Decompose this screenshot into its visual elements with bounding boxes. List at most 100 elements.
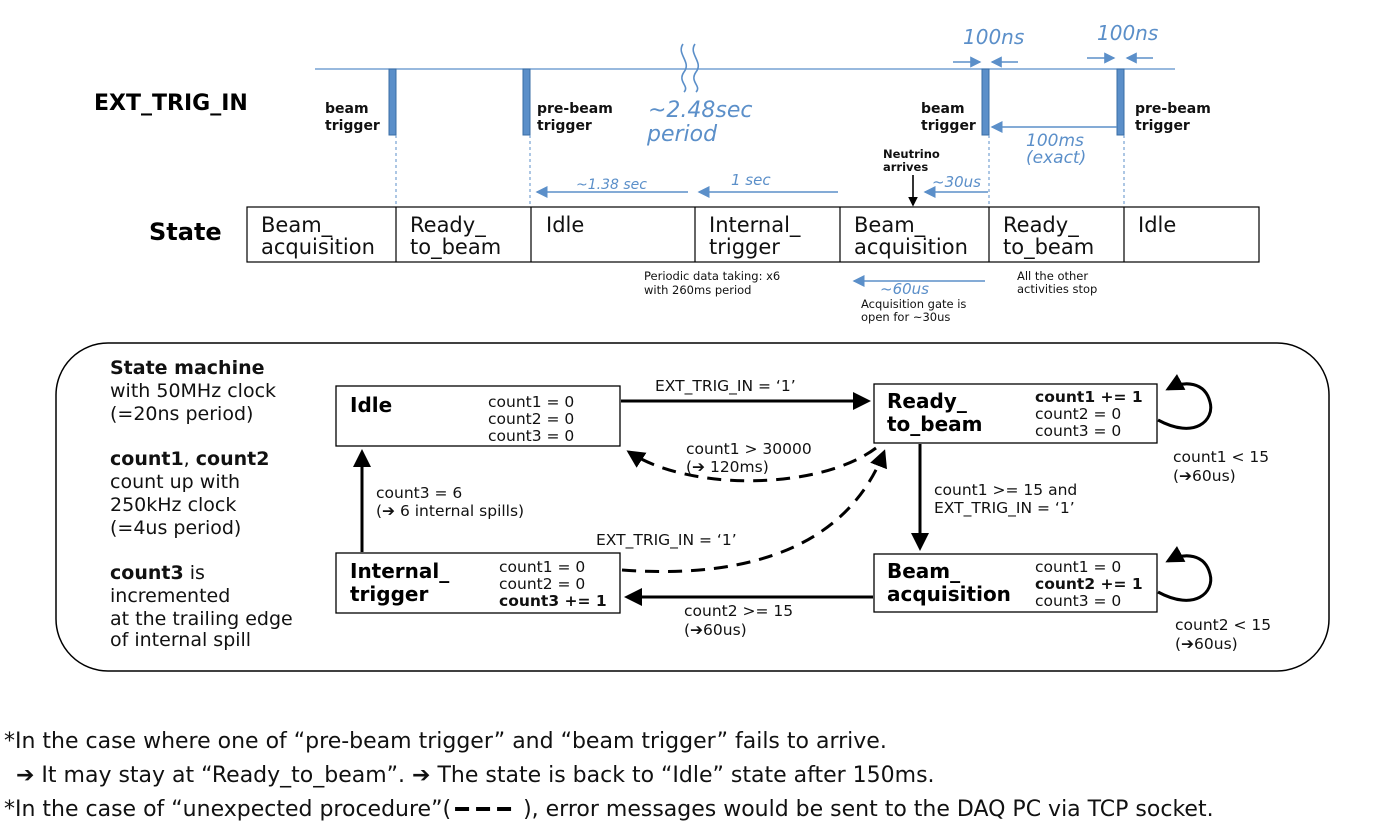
edge-internal-to-ready-label: EXT_TRIG_IN = ‘1’ — [596, 531, 737, 550]
footnote-2: ➔ It may stay at “Ready_to_beam”. ➔ The … — [16, 763, 935, 788]
ready-count1: count1 += 1 — [1035, 388, 1143, 406]
trigger-label-1a: beam — [325, 101, 369, 117]
timing-diagram: EXT_TRIG_IN State beam trigger pre-beam … — [94, 21, 1260, 324]
trigger-label-4b: trigger — [1135, 118, 1190, 134]
label-30us: ~30us — [932, 173, 981, 191]
label-60us: ~60us — [880, 280, 929, 298]
desc-4us: (=4us period) — [110, 517, 241, 539]
neutrino-label-b: arrives — [883, 160, 928, 174]
state-cell-4a: Internal_ — [709, 213, 801, 238]
desc-clock: with 50MHz clock — [110, 380, 276, 402]
internal-title-b: trigger — [350, 582, 428, 606]
footnotes: *In the case where one of “pre-beam trig… — [4, 729, 1214, 822]
internal-count2: count2 = 0 — [499, 575, 585, 593]
edge-ready-to-idle — [626, 446, 877, 483]
trigger-pulse-4 — [1116, 68, 1125, 136]
desc-period: (=20ns period) — [110, 403, 253, 425]
state-cell-3a: Idle — [546, 213, 584, 237]
trigger-label-1b: trigger — [325, 118, 380, 134]
desc-countup: count up with — [110, 471, 240, 493]
period-label: period — [646, 122, 718, 147]
trigger-labels: beam trigger pre-beam trigger beam trigg… — [325, 101, 1211, 134]
trigger-label-3a: beam — [921, 101, 965, 117]
idle-count2: count2 = 0 — [488, 410, 574, 428]
desc-state-machine: State machine — [110, 357, 265, 379]
state-cells: Beam_ acquisition Ready_ to_beam Idle In… — [261, 213, 1176, 260]
state-cell-4b: trigger — [709, 235, 780, 259]
state-cell-1a: Beam_ — [261, 213, 333, 238]
edge-ready-self-label-a: count1 < 15 — [1173, 448, 1269, 466]
edge-ready-self-loop — [1157, 374, 1213, 430]
trigger-label-2a: pre-beam — [537, 101, 613, 117]
trigger-pulse-1 — [388, 68, 397, 136]
drop-lines — [395, 135, 1125, 207]
edge-internal-to-ready — [621, 449, 887, 573]
ready-title-b: to_beam — [887, 412, 983, 436]
state-cell-6b: to_beam — [1003, 235, 1094, 260]
edge-internal-to-idle-label-a: count3 = 6 — [376, 484, 462, 502]
note-periodic-a: Periodic data taking: x6 — [644, 269, 780, 283]
desc-trailing: at the trailing edge — [110, 608, 293, 630]
period-value: ~2.48sec — [648, 98, 753, 123]
internal-count3: count3 += 1 — [499, 592, 607, 610]
trigger-label-3b: trigger — [921, 118, 976, 134]
desc-incremented: incremented — [110, 585, 230, 607]
state-node-beam-acquisition: Beam_ acquisition count1 = 0 count2 += 1… — [873, 553, 1158, 613]
beam-title-b: acquisition — [887, 582, 1011, 606]
pulse-width-1: 100ns — [963, 25, 1024, 49]
state-cell-1b: acquisition — [261, 235, 375, 259]
trigger-pulse-2 — [522, 68, 531, 136]
beam-count1: count1 = 0 — [1035, 558, 1121, 576]
edge-beam-to-internal-label-a: count2 >= 15 — [684, 602, 793, 620]
idle-count3: count3 = 0 — [488, 427, 574, 445]
idle-title: Idle — [350, 393, 392, 417]
footnote-1: *In the case where one of “pre-beam trig… — [4, 729, 887, 754]
edge-beam-self-loop — [1157, 546, 1213, 602]
edge-ready-to-idle-label-b: (➔ 120ms) — [686, 458, 769, 476]
trigger-pulse-3 — [981, 68, 990, 136]
state-row-label: State — [149, 218, 222, 246]
edge-ready-to-beam-label-b: EXT_TRIG_IN = ‘1’ — [934, 499, 1075, 518]
note-stop-a: All the other — [1017, 269, 1088, 283]
edge-ready-self-label-b: (➔60us) — [1173, 467, 1236, 485]
internal-title-a: Internal_ — [350, 559, 449, 583]
state-cell-6a: Ready_ — [1003, 213, 1079, 238]
gap-100ms-note: (exact) — [1026, 148, 1086, 168]
state-bar — [246, 206, 1260, 263]
fsm-description: State machine with 50MHz clock (=20ns pe… — [110, 357, 293, 651]
state-node-internal-trigger: Internal_ trigger count1 = 0 count2 = 0 … — [335, 552, 621, 614]
gap-100ms-value: 100ms — [1026, 131, 1084, 151]
desc-count3: count3 is — [110, 562, 205, 584]
signal-label: EXT_TRIG_IN — [94, 91, 248, 116]
label-1sec: 1 sec — [731, 171, 771, 189]
state-cell-2b: to_beam — [410, 235, 501, 260]
state-node-idle: Idle count1 = 0 count2 = 0 count3 = 0 — [335, 385, 621, 447]
pulse-width-2: 100ns — [1097, 21, 1158, 45]
edge-beam-self-label-a: count2 < 15 — [1175, 616, 1271, 634]
state-cell-7a: Idle — [1138, 213, 1176, 237]
idle-count1: count1 = 0 — [488, 393, 574, 411]
footnote-3: *In the case of “unexpected procedure”()… — [4, 797, 1214, 822]
note-gate-a: Acquisition gate is — [861, 297, 966, 311]
beam-title-a: Beam_ — [887, 559, 960, 583]
fsm-panel-border — [55, 342, 1330, 672]
fsm-panel: State machine with 50MHz clock (=20ns pe… — [55, 342, 1330, 672]
note-periodic-b: with 260ms period — [644, 283, 752, 297]
edge-ready-to-idle-label-a: count1 > 30000 — [686, 440, 812, 458]
trigger-label-2b: trigger — [537, 118, 592, 134]
beam-count3: count3 = 0 — [1035, 592, 1121, 610]
ready-count2: count2 = 0 — [1035, 405, 1121, 423]
desc-counters: count1, count2 — [110, 448, 269, 470]
neutrino-label-a: Neutrino — [883, 147, 940, 161]
edge-internal-to-idle-label-b: (➔ 6 internal spills) — [376, 502, 524, 520]
note-stop-b: activities stop — [1017, 282, 1097, 296]
desc-250k: 250kHz clock — [110, 494, 236, 516]
state-node-ready-to-beam: Ready_ to_beam count1 += 1 count2 = 0 co… — [873, 383, 1158, 444]
edge-idle-to-ready-label: EXT_TRIG_IN = ‘1’ — [655, 377, 796, 396]
trigger-label-4a: pre-beam — [1135, 101, 1211, 117]
edge-beam-self-label-b: (➔60us) — [1175, 635, 1238, 653]
state-dividers — [395, 207, 1125, 262]
state-cell-5b: acquisition — [854, 235, 968, 259]
state-cell-5a: Beam_ — [854, 213, 926, 238]
internal-count1: count1 = 0 — [499, 558, 585, 576]
